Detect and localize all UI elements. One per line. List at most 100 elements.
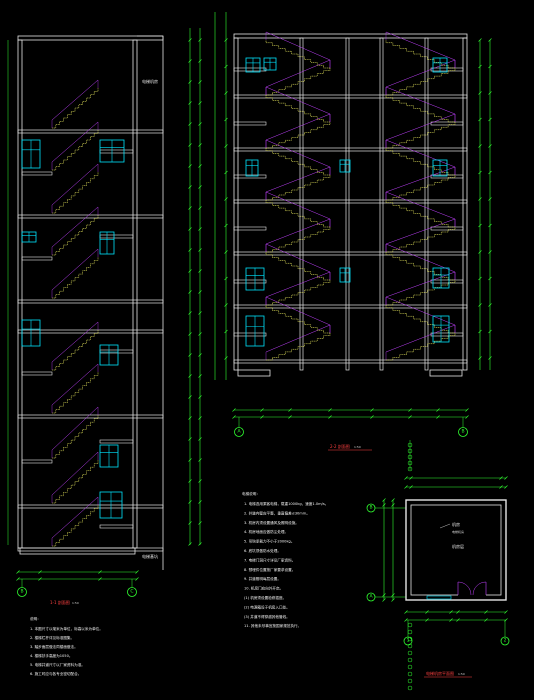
left-base-label: 电梯基坑 [142,553,158,559]
dimension-tick [38,570,42,574]
dimension-tick [188,479,192,483]
dimension-tick [370,415,374,419]
left-window [21,139,41,169]
dimension-tick [504,476,508,480]
dimension-tick [188,437,192,441]
stair-rail [265,113,331,141]
plan-door [457,581,487,597]
notes-left: 说明： 1. 本图尺寸以毫米为单位，标高以米为单位。2. 楼梯栏杆详见标准图集。… [30,616,103,676]
dimension-tick [198,395,202,399]
center-stair-flight [385,191,456,228]
left-stair-flight [51,121,99,171]
dimension-tick [478,223,482,228]
notes-right-line: 4. 机房地面应做防尘处理。 [244,529,288,534]
center-section-title: 2-2 剖面图 [330,443,350,449]
notes-right-line: 5. 吊钩承载力不小于2000kg。 [244,539,294,544]
svg-text:2: 2 [504,638,507,644]
stair-treads [386,333,456,361]
stair-rail [265,324,331,353]
dimension-tick [382,598,386,602]
stair-rail [265,296,331,326]
plan-ref-marker [407,678,413,684]
dimension-tick [198,521,202,525]
dimension-tick [188,185,192,189]
stair-treads [265,40,330,69]
dimension-tick [328,415,332,419]
dimension-tick [408,415,412,419]
dimension-tick [478,276,482,281]
dimension-tick [224,144,228,148]
left-floor-slab [17,214,164,219]
dimension-tick [404,485,408,489]
dimension-tick [488,91,492,95]
dimension-tick [198,353,202,357]
plan-ref-marker [407,671,413,677]
stair-rail [51,121,99,163]
dimension-tick [484,618,488,622]
notes-right-line: 6. 底坑须做防水处理。 [244,548,281,553]
dimension-tick [404,476,408,480]
notes-right-line: (3) 井道不得穿越其他管线。 [244,614,290,619]
notes-right-line: 11. 其他未尽事宜按国家规范执行。 [244,623,301,628]
center-stair-flight [265,296,331,334]
center-pit [429,369,463,377]
dimension-tick [478,117,482,122]
svg-text:A: A [237,429,241,435]
notes-right: 电梯说明： 1. 电梯选用乘客电梯，载重1000kg，速度1.0m/s。2. 井… [242,491,328,628]
left-window [99,344,119,366]
dimension-tick [188,227,192,231]
left-landing [99,524,134,529]
dimension-tick [465,408,469,412]
dimension-tick [391,598,395,602]
center-floor-slab [233,199,468,204]
dimension-tick [188,542,192,546]
plan-room-label-3: 机房层 [452,543,464,549]
center-window [263,57,277,71]
dimension-tick [382,503,386,507]
left-window [99,444,119,468]
left-window [21,319,41,347]
dimension-tick [188,290,192,294]
dimension-tick [188,59,192,63]
stair-rail [265,218,331,245]
dimension-tick [449,618,453,622]
svg-text:B: B [20,589,23,595]
dimension-tick [98,570,102,574]
center-windows [245,57,450,347]
center-stair-flight [265,31,331,69]
left-stair-flight [51,496,99,547]
dimension-tick [504,485,508,489]
center-window [432,315,450,343]
dimension-tick [478,329,482,334]
plan-ref-marker [407,454,413,460]
stair-rail [265,59,331,88]
dimension-tick [382,498,386,502]
stair-treads [386,122,456,149]
stair-rail [385,271,456,298]
dimension-tick [188,164,192,168]
dimension-tick [198,374,202,378]
notes-left-line: 4. 楼梯扶手高度为1050。 [30,653,72,658]
left-section-title: 1-1 剖面图 [50,599,70,605]
center-window [432,57,448,73]
stair-treads [265,148,330,176]
dimension-tick [224,329,228,334]
dimension-tick [198,80,202,84]
stair-rail [265,271,331,298]
stair-rail [51,206,99,248]
svg-text:B: B [369,505,372,511]
dimension-tick [198,248,202,252]
stair-treads [52,172,99,214]
stair-rail [385,296,456,326]
notes-right-line: 7. 电梯门洞尺寸详见厂家资料。 [244,557,295,562]
center-pit [237,369,271,377]
dimension-tick [188,332,192,336]
stair-treads [265,252,330,281]
notes-left-line: 2. 楼梯栏杆详见标准图集。 [30,635,74,640]
stair-treads [386,227,456,253]
left-stair-flight [51,163,99,214]
stair-rail [385,86,456,115]
dimension-tick [188,521,192,525]
stair-rail [385,243,456,273]
stair-treads [52,505,99,547]
